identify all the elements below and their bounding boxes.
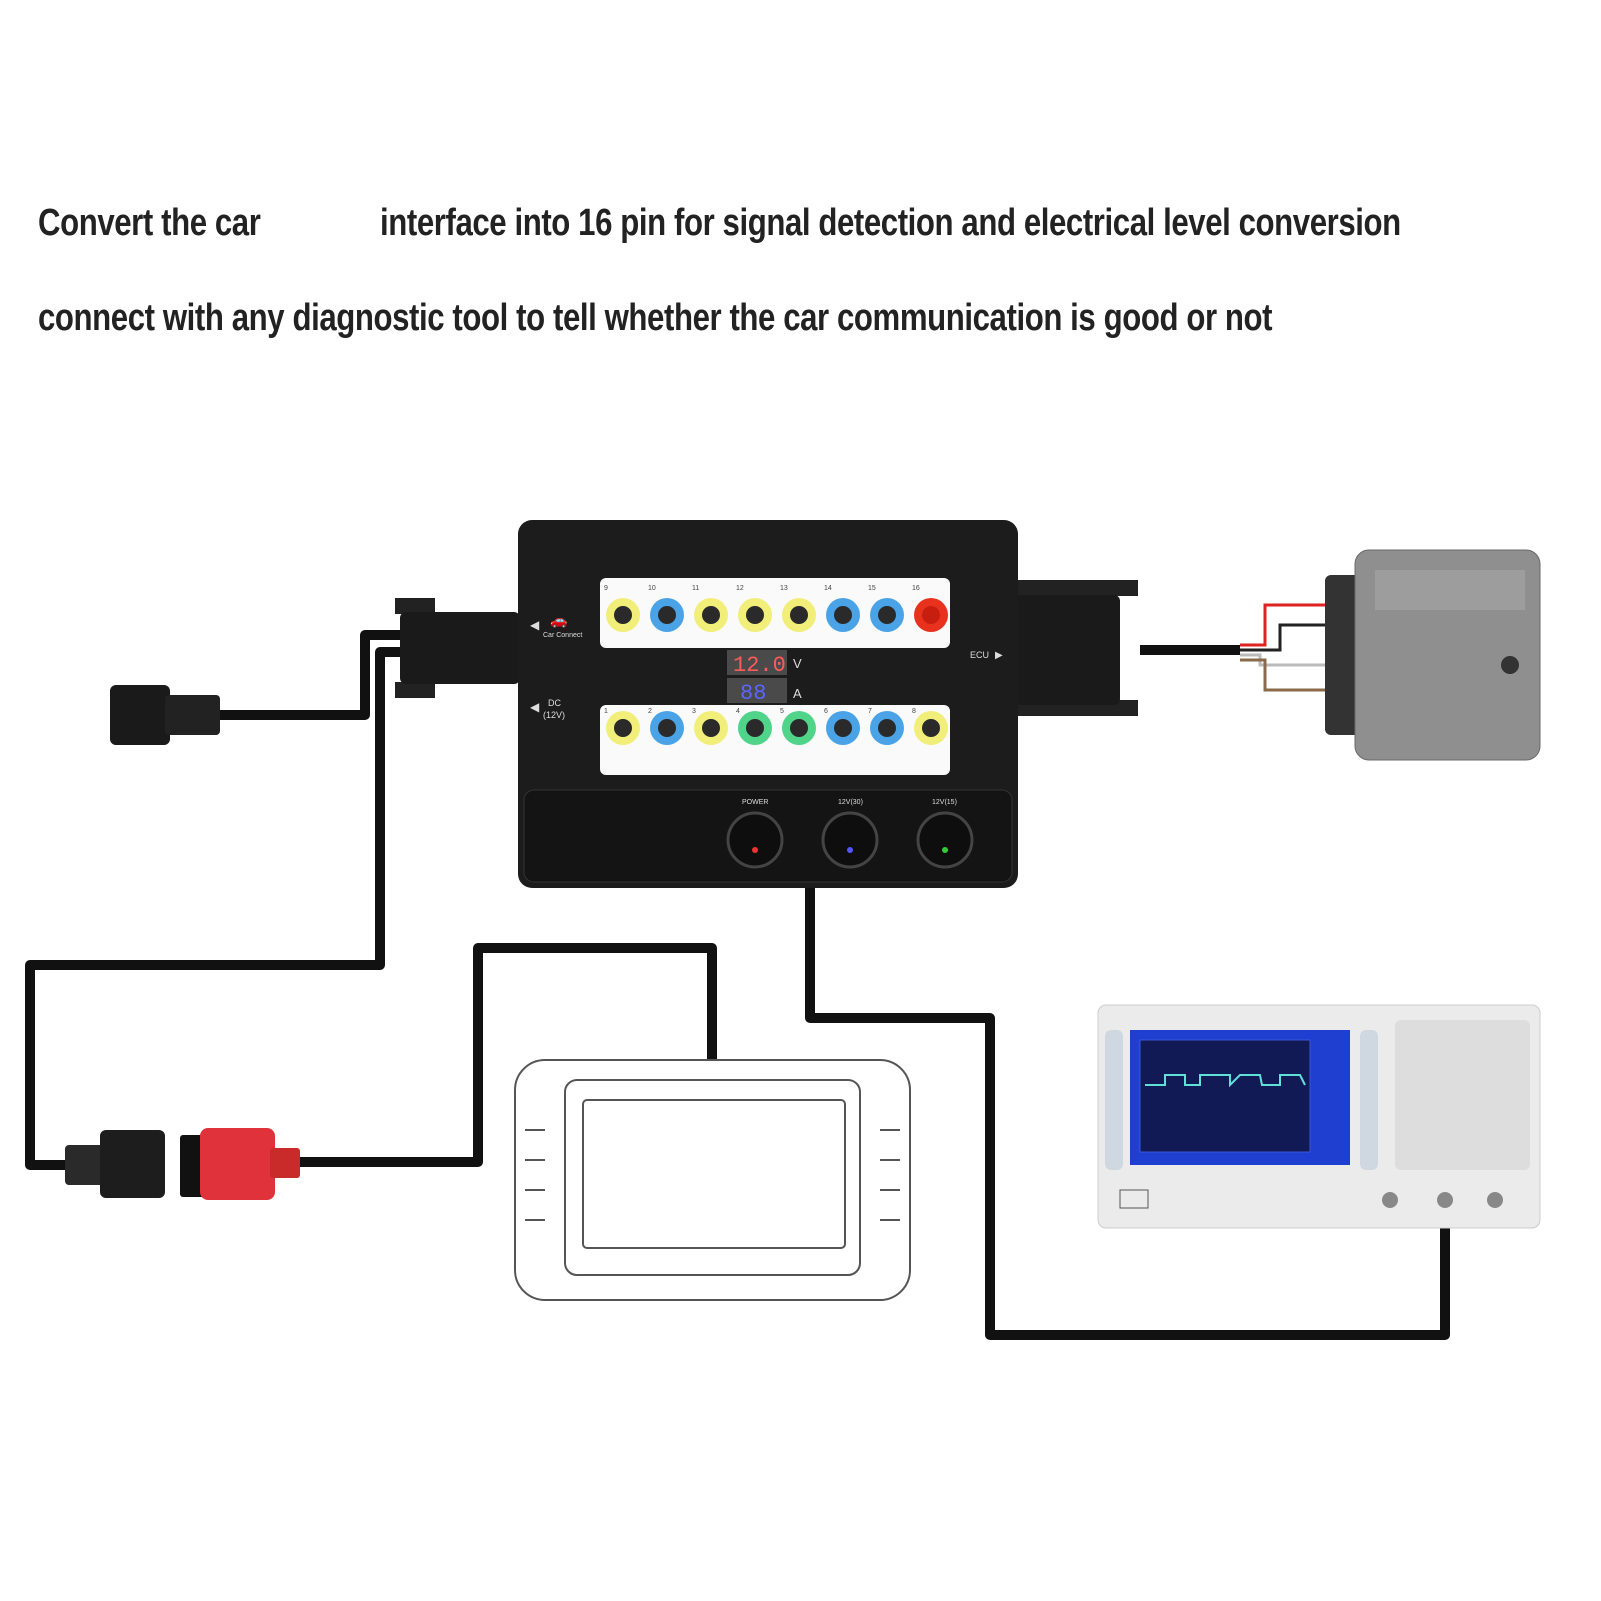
obd-female-connector [65, 1130, 165, 1198]
voltmeter-display [727, 650, 787, 675]
arrow-right-icon: ▶ [995, 650, 1003, 661]
banana-jack-14[interactable]: 14 [824, 585, 860, 632]
pin-number: 10 [648, 585, 656, 592]
banana-jack-3[interactable]: 3 [692, 708, 728, 745]
banana-jack-11[interactable]: 11 [692, 585, 728, 632]
headline-line1-part1: Convert the car [38, 202, 261, 244]
pin-number: 14 [824, 585, 832, 592]
switch-power[interactable]: POWER [726, 799, 784, 869]
banana-jack-9[interactable]: 9 [604, 585, 640, 632]
pin-number: 4 [736, 708, 740, 715]
voltage-reading: 12.0 [733, 653, 786, 678]
banana-jack-2[interactable]: 2 [648, 708, 684, 745]
ecu-label: ECU [970, 650, 989, 660]
banana-jack-1[interactable]: 1 [604, 708, 640, 745]
banana-jack-7[interactable]: 7 [868, 708, 904, 745]
pin-number: 1 [604, 708, 608, 715]
pin-number: 16 [912, 585, 920, 592]
pin-number: 8 [912, 708, 916, 715]
svg-text:POWER: POWER [742, 799, 768, 806]
svg-text:12V(15): 12V(15) [932, 799, 957, 806]
arrow-left-icon: ◀ [530, 618, 540, 632]
db-connector-right [1015, 580, 1138, 716]
headline-line1-part2: interface into 16 pin for signal detecti… [380, 202, 1401, 244]
dc-label: DC [548, 698, 561, 708]
svg-text:12V(30): 12V(30) [838, 799, 863, 806]
switch-12v15[interactable]: 12V(15) [916, 799, 974, 869]
pin-number: 13 [780, 585, 788, 592]
db-connector-left [395, 598, 520, 698]
bottom-jacks: 1 2 3 4 5 6 7 8 [604, 708, 948, 745]
pin-number: 6 [824, 708, 828, 715]
voltage-unit: V [793, 656, 802, 671]
ecu-wires [1240, 603, 1335, 692]
pin-number: 9 [604, 585, 608, 592]
top-jack-panel [600, 578, 950, 648]
pin-number: 3 [692, 708, 696, 715]
diagnostic-tablet [514, 1059, 911, 1301]
obd-cable [215, 630, 405, 720]
scan-tool-cable [25, 647, 400, 1170]
pin-number: 2 [648, 708, 652, 715]
oscilloscope [1097, 1004, 1541, 1229]
top-jacks: 9 10 11 12 13 14 15 16 [604, 585, 948, 632]
ammeter-display [727, 678, 787, 703]
current-unit: A [793, 686, 802, 701]
pin-number: 11 [692, 585, 699, 592]
pin-number: 15 [868, 585, 876, 592]
current-reading: 88 [740, 681, 766, 706]
headline-line2: connect with any diagnostic tool to tell… [38, 297, 1273, 339]
arrow-left-icon: ◀ [530, 700, 540, 714]
dc-voltage-label: (12V) [543, 710, 565, 720]
banana-jack-5[interactable]: 5 [780, 708, 816, 745]
red-adapter-connector [180, 1128, 300, 1200]
banana-jack-13[interactable]: 13 [780, 585, 816, 632]
banana-jack-6[interactable]: 6 [824, 708, 860, 745]
obd-connector [110, 685, 220, 745]
car-icon: 🚗 [550, 612, 567, 629]
bottom-jack-panel [600, 705, 950, 775]
banana-jack-10[interactable]: 10 [648, 585, 684, 632]
banana-jack-16[interactable]: 16 [912, 585, 948, 632]
switch-12v30[interactable]: 12V(30) [821, 799, 879, 869]
pin-number: 5 [780, 708, 784, 715]
pin-number: 7 [868, 708, 872, 715]
pin-number: 12 [736, 585, 744, 592]
tablet-cable [300, 943, 717, 1167]
car-connect-label: Car Connect [543, 632, 582, 639]
banana-jack-12[interactable]: 12 [736, 585, 772, 632]
banana-jack-8[interactable]: 8 [912, 708, 948, 745]
ecu-module [1325, 549, 1541, 761]
banana-jack-4[interactable]: 4 [736, 708, 772, 745]
banana-jack-15[interactable]: 15 [868, 585, 904, 632]
